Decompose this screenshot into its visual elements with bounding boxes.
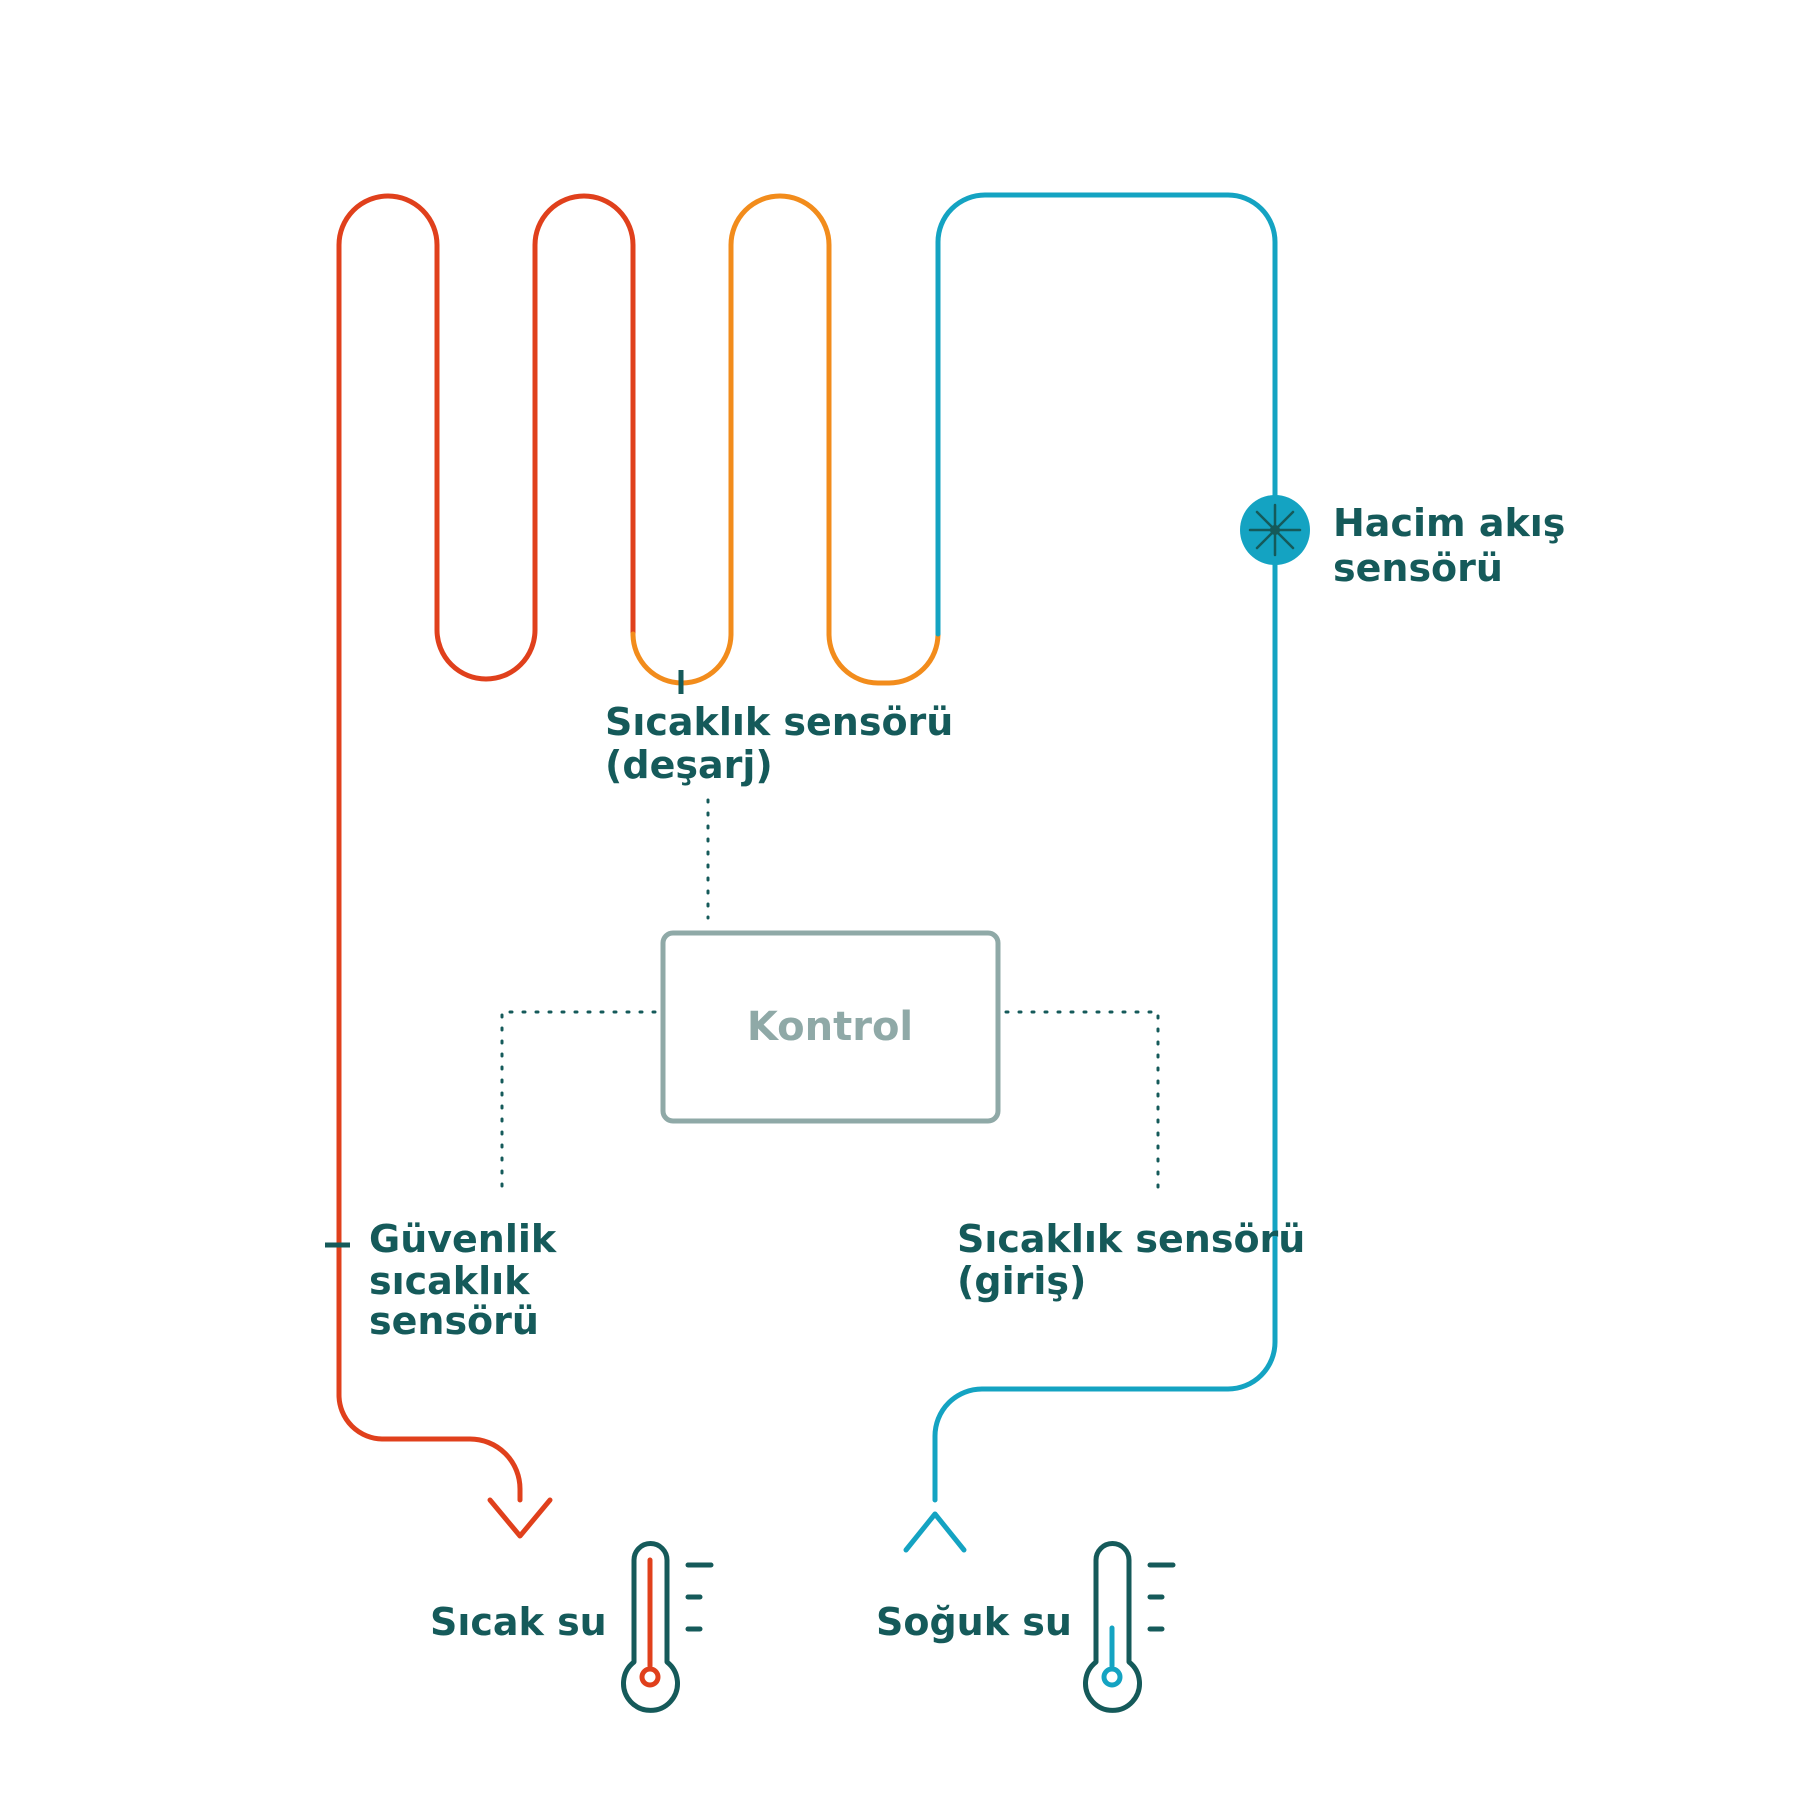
safety-sensor-label-3: sensörü bbox=[369, 1299, 539, 1343]
inlet-sensor-label-2: (giriş) bbox=[957, 1259, 1086, 1303]
cold-water-label: Soğuk su bbox=[876, 1600, 1072, 1644]
hot-water-label: Sıcak su bbox=[430, 1600, 607, 1644]
arrow-down-icon bbox=[487, 1497, 553, 1539]
thermometer-hot-icon bbox=[621, 1541, 714, 1713]
outlet-sensor-label-2: (deşarj) bbox=[605, 743, 773, 787]
warm-pipe bbox=[630, 193, 941, 686]
flow-sensor-label-2: sensörü bbox=[1333, 546, 1503, 590]
inlet-sensor-label: Sıcaklık sensörü bbox=[957, 1217, 1305, 1261]
hot-pipe bbox=[336, 193, 636, 1503]
flow-sensor-label: Hacim akış bbox=[1333, 501, 1565, 545]
control-label: Kontrol bbox=[747, 1004, 913, 1050]
flow-sensor-icon bbox=[1240, 495, 1310, 565]
safety-sensor-label: Güvenlik bbox=[369, 1217, 557, 1261]
outlet-sensor-label: Sıcaklık sensörü bbox=[605, 700, 953, 744]
arrow-up-icon bbox=[903, 1511, 967, 1553]
cold-pipe bbox=[932, 192, 1278, 1503]
safety-sensor-label-2: sıcaklık bbox=[369, 1259, 530, 1303]
control-box bbox=[660, 930, 1001, 1124]
thermometer-cold-icon bbox=[1083, 1541, 1176, 1713]
safety-sensor-connector bbox=[500, 1010, 657, 1194]
inlet-sensor-connector bbox=[1004, 1010, 1160, 1194]
